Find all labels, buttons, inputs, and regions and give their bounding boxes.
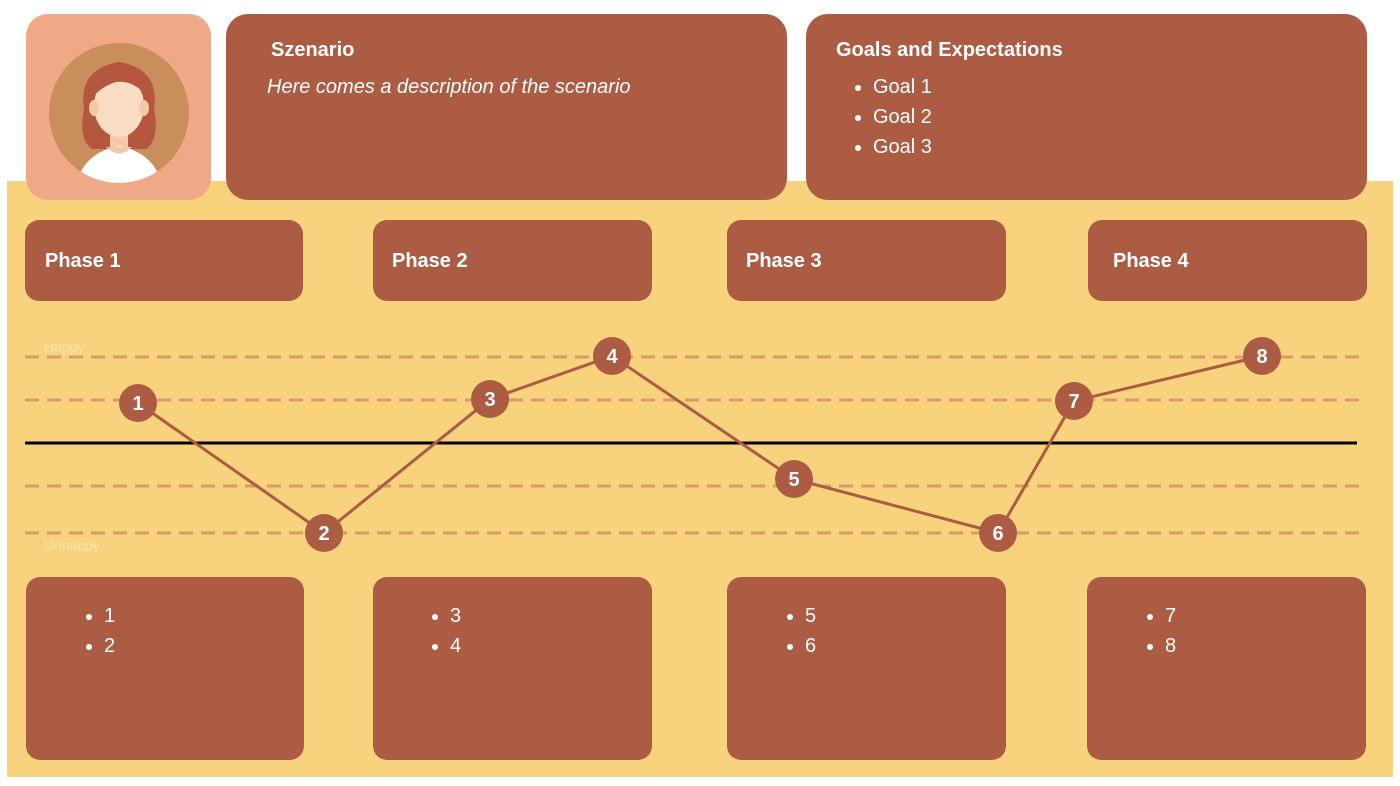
journey-point-2: 2 — [305, 514, 343, 552]
note-item: 8 — [1165, 631, 1176, 661]
journey-point-marker — [1055, 382, 1093, 420]
journey-point-4: 4 — [593, 337, 631, 375]
scenario-description: Here comes a description of the scenario — [267, 76, 631, 98]
journey-point-label: 1 — [132, 393, 143, 415]
notes-card-3: 5 6 — [727, 577, 1006, 760]
journey-point-label: 7 — [1068, 391, 1079, 413]
note-item: 6 — [805, 631, 816, 661]
phase-title: Phase 1 — [45, 250, 121, 272]
journey-point-label: 3 — [484, 389, 495, 411]
scenario-title: Szenario — [271, 39, 355, 61]
emotion-curve-line — [137, 354, 1263, 535]
phase-card-2: Phase 2 — [373, 220, 652, 301]
goal-item: Goal 1 — [873, 72, 932, 102]
notes-list: 7 8 — [1143, 601, 1176, 661]
notes-list: 1 2 — [82, 601, 115, 661]
goal-item: Goal 2 — [873, 102, 932, 132]
scenario-card: Szenario Here comes a description of the… — [226, 14, 787, 200]
phase-card-3: Phase 3 — [727, 220, 1006, 301]
note-item: 2 — [104, 631, 115, 661]
notes-card-1: 1 2 — [26, 577, 304, 760]
journey-point-5: 5 — [775, 460, 813, 498]
journey-point-label: 4 — [606, 346, 618, 368]
phase-title: Phase 2 — [392, 250, 468, 272]
goals-title: Goals and Expectations — [836, 39, 1063, 61]
journey-point-label: 6 — [992, 523, 1003, 545]
notes-card-4: 7 8 — [1087, 577, 1366, 760]
unhappy-level-label: Unhappy — [44, 537, 101, 553]
happy-level-label: Happy — [44, 339, 85, 355]
notes-list: 5 6 — [783, 601, 816, 661]
phase-card-4: Phase 4 — [1088, 220, 1367, 301]
journey-point-marker — [471, 380, 509, 418]
journey-point-marker — [593, 337, 631, 375]
journey-point-marker — [775, 460, 813, 498]
journey-point-marker — [119, 384, 157, 422]
journey-point-label: 5 — [788, 469, 799, 491]
note-item: 1 — [104, 601, 115, 631]
journey-point-1: 1 — [119, 384, 157, 422]
journey-point-label: 8 — [1256, 346, 1267, 368]
persona-card — [26, 14, 211, 200]
note-item: 4 — [450, 631, 461, 661]
note-item: 5 — [805, 601, 816, 631]
phase-title: Phase 3 — [746, 250, 822, 272]
goals-list: Goal 1 Goal 2 Goal 3 — [851, 72, 932, 162]
journey-point-marker — [979, 514, 1017, 552]
phase-title: Phase 4 — [1113, 250, 1189, 272]
journey-point-marker — [1243, 337, 1281, 375]
note-item: 3 — [450, 601, 461, 631]
journey-point-8: 8 — [1243, 337, 1281, 375]
persona-avatar-icon — [49, 43, 189, 183]
notes-card-2: 3 4 — [373, 577, 652, 760]
journey-point-7: 7 — [1055, 382, 1093, 420]
journey-point-label: 2 — [318, 523, 329, 545]
journey-point-marker — [305, 514, 343, 552]
goals-card: Goals and Expectations Goal 1 Goal 2 Goa… — [806, 14, 1367, 200]
notes-list: 3 4 — [428, 601, 461, 661]
phase-card-1: Phase 1 — [25, 220, 303, 301]
goal-item: Goal 3 — [873, 132, 932, 162]
note-item: 7 — [1165, 601, 1176, 631]
journey-point-6: 6 — [979, 514, 1017, 552]
journey-point-3: 3 — [471, 380, 509, 418]
